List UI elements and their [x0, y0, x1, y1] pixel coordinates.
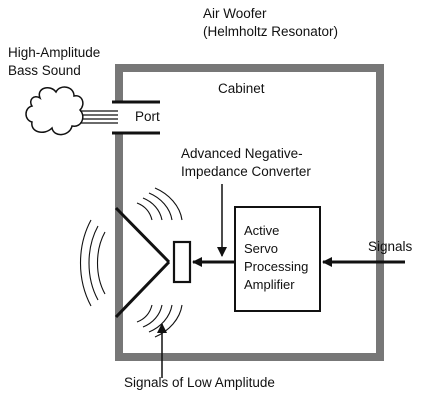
air-flow-lines — [80, 110, 118, 124]
voice-coil — [172, 240, 192, 284]
converter-label-line1: Advanced Negative- — [181, 146, 303, 161]
air-woofer-subtitle: (Helmholtz Resonator) — [203, 24, 339, 39]
amplifier-label-line3: Processing — [244, 259, 309, 274]
cabinet-wall — [115, 64, 384, 361]
low-amplitude-label: Signals of Low Amplitude — [124, 375, 275, 390]
amplifier-box — [234, 206, 321, 312]
signals-label: Signals — [368, 239, 413, 254]
bass-sound-label-line2: Bass Sound — [8, 63, 81, 78]
speaker-cone-icon — [114, 206, 192, 319]
sound-waves-upper-icon — [136, 187, 183, 221]
port-label: Port — [135, 109, 160, 124]
bass-sound-label-line1: High-Amplitude — [8, 45, 101, 60]
air-woofer-title: Air Woofer — [203, 6, 267, 21]
amplifier-label-line2: Servo — [244, 241, 278, 256]
amplifier-label-line4: Amplifier — [244, 277, 295, 292]
sound-waves-outside-icon — [79, 219, 106, 307]
sound-waves-lower-icon — [136, 304, 183, 338]
amplifier-label-line1: Active — [244, 223, 280, 238]
sound-cloud-icon — [25, 86, 84, 136]
converter-label-line2: Impedance Converter — [181, 164, 311, 179]
cabinet-label: Cabinet — [218, 81, 265, 96]
